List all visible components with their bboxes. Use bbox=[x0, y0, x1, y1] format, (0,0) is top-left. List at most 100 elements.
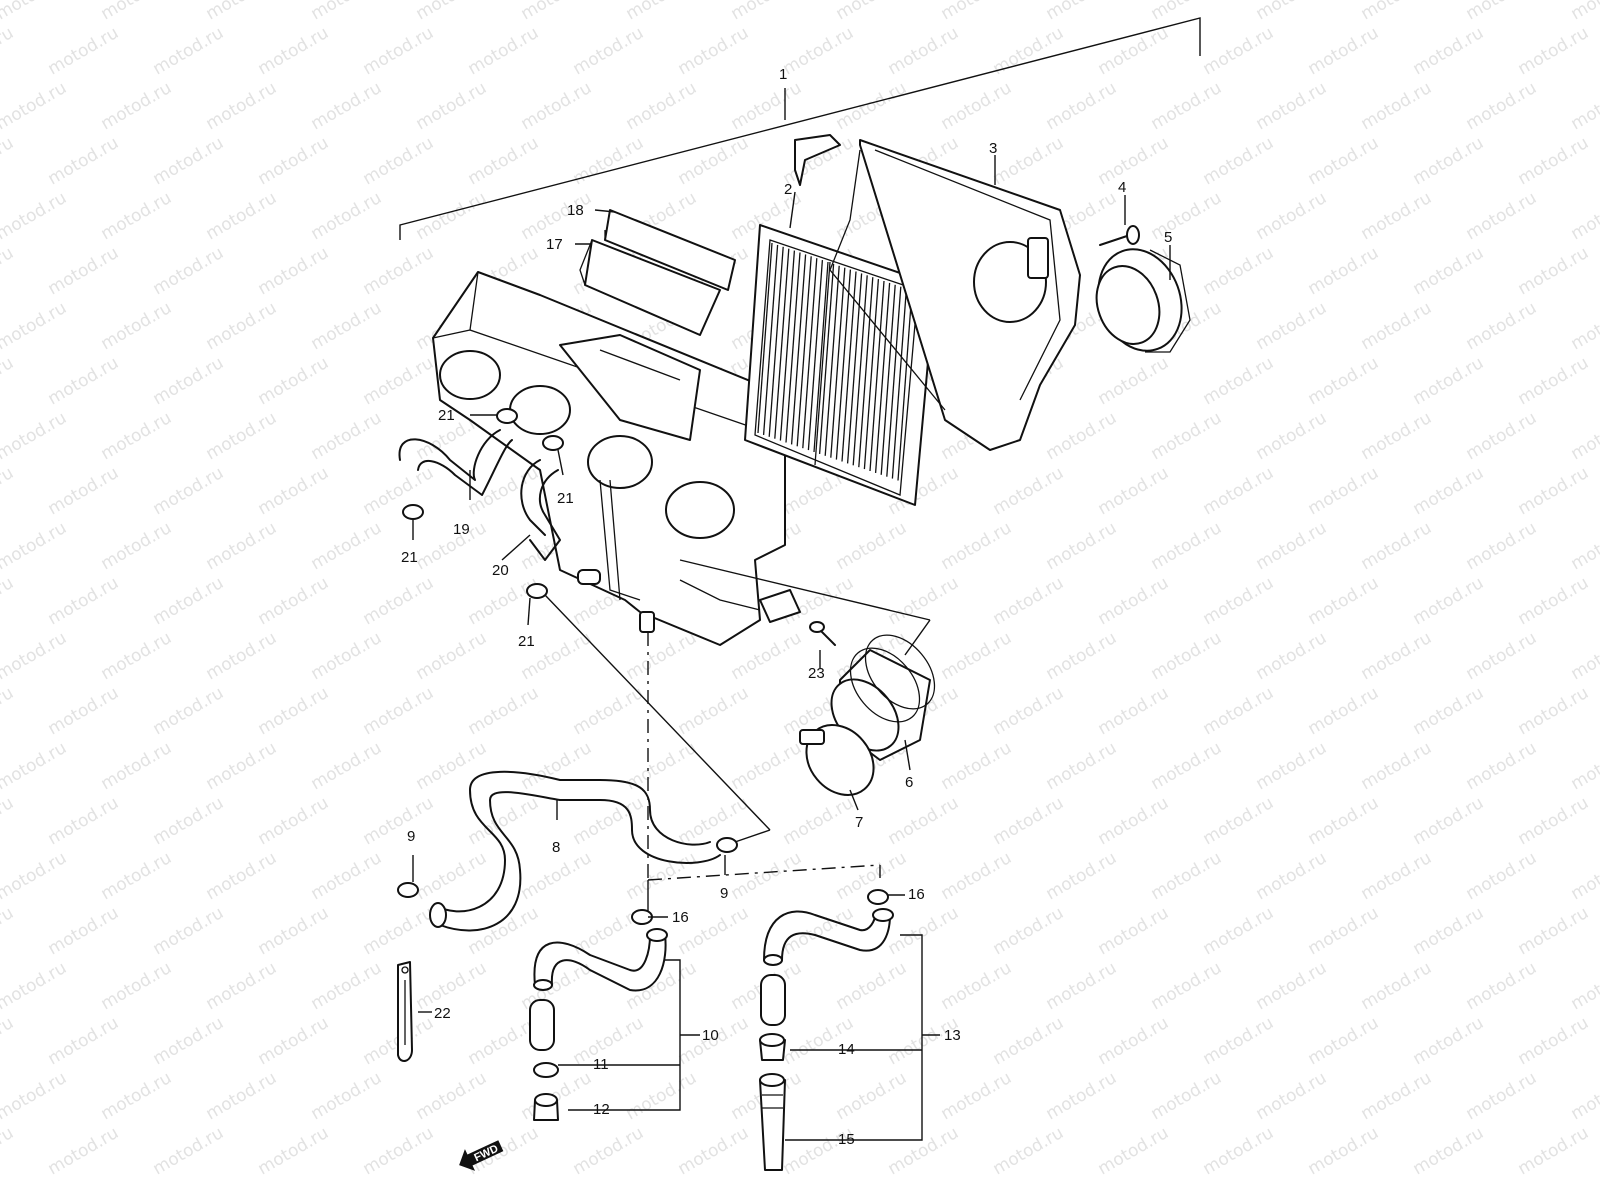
watermark-text: motod.ru bbox=[98, 518, 176, 574]
watermark-text: motod.ru bbox=[0, 243, 17, 299]
watermark-text: motod.ru bbox=[1095, 23, 1173, 79]
watermark-text: motod.ru bbox=[0, 903, 17, 959]
watermark-text: motod.ru bbox=[623, 738, 701, 794]
watermark-text: motod.ru bbox=[413, 848, 491, 904]
watermark-text: motod.ru bbox=[1253, 518, 1331, 574]
watermark-text: motod.ru bbox=[150, 23, 228, 79]
watermark-text: motod.ru bbox=[1463, 518, 1541, 574]
watermark-text: motod.ru bbox=[0, 23, 17, 79]
watermark-text: motod.ru bbox=[255, 23, 333, 79]
watermark-text: motod.ru bbox=[360, 23, 438, 79]
watermark-text: motod.ru bbox=[728, 848, 806, 904]
watermark-text: motod.ru bbox=[1568, 78, 1600, 134]
watermark-text: motod.ru bbox=[308, 298, 386, 354]
watermark-text: motod.ru bbox=[360, 793, 438, 849]
watermark-text: motod.ru bbox=[0, 353, 17, 409]
watermark-text: motod.ru bbox=[1253, 408, 1331, 464]
watermark-text: motod.ru bbox=[1148, 188, 1226, 244]
watermark-text: motod.ru bbox=[308, 958, 386, 1014]
watermark-text: motod.ru bbox=[98, 188, 176, 244]
filter-pleat bbox=[796, 256, 812, 447]
watermark-text: motod.ru bbox=[0, 298, 70, 354]
watermark-text: motod.ru bbox=[675, 133, 753, 189]
watermark-text: motod.ru bbox=[255, 463, 333, 519]
watermark-text: motod.ru bbox=[308, 0, 386, 24]
watermark-text: motod.ru bbox=[1253, 0, 1331, 24]
watermark-text: motod.ru bbox=[45, 1123, 123, 1179]
watermark-text: motod.ru bbox=[45, 353, 123, 409]
watermark-text: motod.ru bbox=[1253, 298, 1331, 354]
watermark-text: motod.ru bbox=[1200, 133, 1278, 189]
filter-pleat bbox=[858, 277, 874, 468]
watermark-text: motod.ru bbox=[1515, 573, 1593, 629]
watermark-text: motod.ru bbox=[0, 518, 70, 574]
watermark-text: motod.ru bbox=[1200, 683, 1278, 739]
watermark-text: motod.ru bbox=[938, 628, 1016, 684]
watermark-text: motod.ru bbox=[990, 1013, 1068, 1069]
callout-4: 4 bbox=[1118, 179, 1126, 196]
hose-clamp-7 bbox=[799, 724, 875, 796]
watermark-text: motod.ru bbox=[0, 1123, 17, 1179]
watermark-text: motod.ru bbox=[1568, 0, 1600, 24]
watermark-text: motod.ru bbox=[1515, 243, 1593, 299]
watermark-text: motod.ru bbox=[308, 738, 386, 794]
watermark-text: motod.ru bbox=[150, 683, 228, 739]
callout-leaders bbox=[412, 155, 1171, 1013]
watermark-text: motod.ru bbox=[203, 848, 281, 904]
filter-pleat bbox=[802, 258, 818, 449]
filter-pleat bbox=[785, 252, 801, 443]
watermark-text: motod.ru bbox=[1305, 793, 1383, 849]
watermark-text: motod.ru bbox=[0, 133, 17, 189]
callout-5: 5 bbox=[1164, 229, 1172, 246]
watermark-text: motod.ru bbox=[1568, 298, 1600, 354]
watermark-text: motod.ru bbox=[255, 903, 333, 959]
watermark-text: motod.ru bbox=[938, 78, 1016, 134]
watermark-text: motod.ru bbox=[0, 463, 17, 519]
watermark-text: motod.ru bbox=[1463, 188, 1541, 244]
watermark-text: motod.ru bbox=[938, 1068, 1016, 1124]
watermark-text: motod.ru bbox=[1253, 1068, 1331, 1124]
callout-21b: 21 bbox=[557, 490, 574, 507]
watermark-text: motod.ru bbox=[1200, 463, 1278, 519]
watermark-text: motod.ru bbox=[675, 683, 753, 739]
watermark-text: motod.ru bbox=[98, 848, 176, 904]
watermark-text: motod.ru bbox=[465, 23, 543, 79]
watermark-text: motod.ru bbox=[0, 738, 70, 794]
watermark-text: motod.ru bbox=[518, 848, 596, 904]
watermark-text: motod.ru bbox=[1043, 408, 1121, 464]
watermark-text: motod.ru bbox=[1515, 1123, 1593, 1179]
callout-labels: 1 2 3 4 5 6 7 8 9 9 10 11 12 13 14 15 16… bbox=[401, 66, 1172, 1148]
watermark-text: motod.ru bbox=[45, 1013, 123, 1069]
callout-14: 14 bbox=[838, 1041, 855, 1058]
watermark-text: motod.ru bbox=[1410, 1013, 1488, 1069]
watermark-text: motod.ru bbox=[1148, 1068, 1226, 1124]
watermark-text: motod.ru bbox=[360, 243, 438, 299]
watermark-text: motod.ru bbox=[1305, 903, 1383, 959]
watermark-text: motod.ru bbox=[1253, 958, 1331, 1014]
watermark-text: motod.ru bbox=[1148, 518, 1226, 574]
callout-22: 22 bbox=[434, 1005, 451, 1022]
watermark-text: motod.ru bbox=[1463, 78, 1541, 134]
breather-hose-8 bbox=[429, 770, 721, 932]
watermark-text: motod.ru bbox=[1463, 298, 1541, 354]
watermark-text: motod.ru bbox=[1568, 518, 1600, 574]
watermark-text: motod.ru bbox=[570, 133, 648, 189]
watermark-text: motod.ru bbox=[728, 0, 806, 24]
watermark-text: motod.ru bbox=[255, 683, 333, 739]
watermark-text: motod.ru bbox=[1463, 848, 1541, 904]
watermark-text: motod.ru bbox=[308, 848, 386, 904]
watermark-text: motod.ru bbox=[255, 1013, 333, 1069]
watermark-text: motod.ru bbox=[203, 188, 281, 244]
callout-16b: 16 bbox=[908, 886, 925, 903]
filter-pleat bbox=[869, 280, 885, 472]
watermark-text: motod.ru bbox=[1200, 353, 1278, 409]
callout-9b: 9 bbox=[720, 885, 728, 902]
filter-pleat bbox=[824, 265, 840, 456]
airbox-cover bbox=[794, 134, 1081, 451]
seal-pads bbox=[579, 209, 736, 336]
bracket-22 bbox=[397, 961, 413, 1062]
watermark-text: motod.ru bbox=[990, 1123, 1068, 1179]
watermark-text: motod.ru bbox=[1515, 903, 1593, 959]
watermark-text: motod.ru bbox=[1305, 243, 1383, 299]
